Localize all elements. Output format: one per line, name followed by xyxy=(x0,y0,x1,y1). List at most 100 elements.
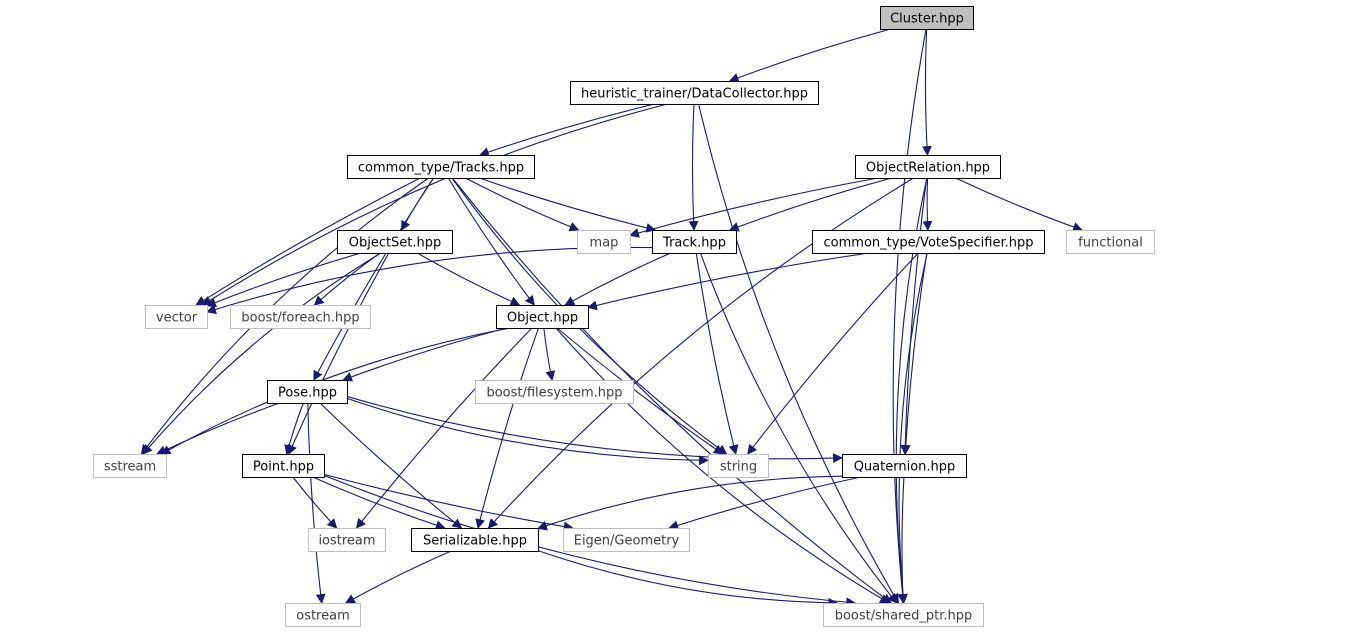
edge-quaternion-to-sharedptr xyxy=(897,476,908,604)
edge-tracks-to-sharedptr xyxy=(451,177,892,604)
node-datacollector[interactable]: heuristic_trainer/DataCollector.hpp xyxy=(570,81,819,105)
node-label-ostream: ostream xyxy=(296,609,350,624)
node-sharedptr: boost/shared_ptr.hpp xyxy=(823,603,984,627)
edge-pose-to-serializable xyxy=(319,402,463,529)
node-box-vector xyxy=(145,305,208,329)
edge-datacollector-to-vector xyxy=(201,103,668,306)
node-label-tracks: common_type/Tracks.hpp xyxy=(358,161,524,176)
edge-votespec-to-object xyxy=(587,252,869,311)
edge-votespec-to-quaternion xyxy=(900,252,928,455)
node-tracks[interactable]: common_type/Tracks.hpp xyxy=(347,155,535,179)
node-label-sstream: sstream xyxy=(104,460,156,475)
edge-objectset-to-vector xyxy=(206,252,362,308)
edge-tracks-to-object xyxy=(447,177,535,306)
node-label-track: Track.hpp xyxy=(662,236,726,251)
node-label-serializable: Serializable.hpp xyxy=(423,534,527,549)
node-filesystem: boost/filesystem.hpp xyxy=(475,380,634,404)
node-eigen: Eigen/Geometry xyxy=(563,528,690,552)
node-serializable[interactable]: Serializable.hpp xyxy=(411,528,539,552)
edge-tracks-to-map xyxy=(465,177,580,232)
edge-object-to-pose xyxy=(342,327,507,382)
edge-track-to-object xyxy=(564,252,671,306)
edge-point-to-serializable xyxy=(312,476,446,530)
node-box-iostream xyxy=(308,528,386,552)
edge-point-to-iostream xyxy=(292,476,338,529)
node-label-foreach: boost/foreach.hpp xyxy=(241,311,359,326)
node-box-eigen xyxy=(563,528,690,552)
edge-pose-to-sstream xyxy=(156,402,280,455)
edge-datacollector-to-sharedptr xyxy=(698,103,899,604)
node-label-map: map xyxy=(590,236,619,251)
node-label-string: string xyxy=(720,460,757,475)
node-string: string xyxy=(708,454,769,478)
node-cluster[interactable]: Cluster.hpp xyxy=(880,6,974,30)
node-objectset[interactable]: ObjectSet.hpp xyxy=(337,230,453,254)
node-label-votespec: common_type/VoteSpecifier.hpp xyxy=(824,236,1034,251)
edge-object-to-sharedptr xyxy=(555,327,890,604)
node-label-cluster: Cluster.hpp xyxy=(890,12,964,27)
node-map: map xyxy=(577,230,631,254)
node-box-track xyxy=(652,230,737,254)
node-box-point xyxy=(242,454,325,478)
node-label-point: Point.hpp xyxy=(253,460,314,475)
node-votespec[interactable]: common_type/VoteSpecifier.hpp xyxy=(812,230,1045,254)
node-box-filesystem xyxy=(475,380,634,404)
node-box-functional xyxy=(1066,230,1155,254)
node-box-objectset xyxy=(337,230,453,254)
edge-serializable-to-ostream xyxy=(344,550,452,604)
edge-tracks-to-sstream xyxy=(140,177,429,455)
node-label-datacollector: heuristic_trainer/DataCollector.hpp xyxy=(581,87,808,102)
node-label-sharedptr: boost/shared_ptr.hpp xyxy=(835,609,973,624)
node-point[interactable]: Point.hpp xyxy=(242,454,325,478)
node-ostream: ostream xyxy=(285,603,361,627)
edge-pose-to-ostream xyxy=(307,402,326,604)
node-box-sharedptr xyxy=(823,603,984,627)
node-label-vector: vector xyxy=(156,311,198,326)
edge-objrel-to-votespec xyxy=(922,177,933,231)
node-objrel[interactable]: ObjectRelation.hpp xyxy=(855,155,1001,179)
edge-datacollector-to-track xyxy=(688,103,699,231)
edge-tracks-to-string xyxy=(451,177,728,455)
edge-votespec-to-string xyxy=(747,252,919,455)
node-label-pose: Pose.hpp xyxy=(278,386,337,401)
node-box-serializable xyxy=(411,528,539,552)
edge-quaternion-to-eigen xyxy=(668,476,861,531)
node-functional: functional xyxy=(1066,230,1155,254)
node-pose[interactable]: Pose.hpp xyxy=(267,380,348,404)
edge-object-to-serializable xyxy=(475,327,540,529)
node-object[interactable]: Object.hpp xyxy=(496,305,589,329)
node-box-object xyxy=(496,305,589,329)
node-quaternion[interactable]: Quaternion.hpp xyxy=(842,454,967,478)
edge-objrel-to-quaternion xyxy=(900,177,928,455)
nodes: Cluster.hpp heuristic_trainer/DataCollect… xyxy=(93,6,1155,627)
node-box-cluster xyxy=(880,6,974,30)
node-vector: vector xyxy=(145,305,208,329)
node-label-eigen: Eigen/Geometry xyxy=(574,534,680,549)
node-label-quaternion: Quaternion.hpp xyxy=(854,460,956,475)
node-box-tracks xyxy=(347,155,535,179)
node-label-objrel: ObjectRelation.hpp xyxy=(866,161,990,176)
edge-objectset-to-object xyxy=(416,252,521,306)
edge-pose-to-string xyxy=(346,397,709,466)
node-box-map xyxy=(577,230,631,254)
edge-tracks-to-vector xyxy=(195,177,421,306)
edge-tracks-to-pose xyxy=(313,177,435,381)
edge-object-to-filesystem xyxy=(543,327,556,381)
node-foreach: boost/foreach.hpp xyxy=(230,305,371,329)
node-label-objectset: ObjectSet.hpp xyxy=(349,236,442,251)
edge-cluster-to-datacollector xyxy=(728,28,891,83)
edge-objrel-to-map xyxy=(629,177,878,238)
node-sstream: sstream xyxy=(93,454,167,478)
edge-object-to-string xyxy=(556,327,724,455)
node-label-functional: functional xyxy=(1078,236,1143,251)
node-box-ostream xyxy=(285,603,361,627)
edge-track-to-string xyxy=(695,252,739,455)
edge-track-to-vector xyxy=(206,246,653,315)
node-label-object: Object.hpp xyxy=(507,311,578,326)
edge-objrel-to-track xyxy=(728,177,892,232)
edge-votespec-to-sharedptr xyxy=(898,252,928,604)
node-box-string xyxy=(708,454,769,478)
node-box-datacollector xyxy=(570,81,819,105)
node-track[interactable]: Track.hpp xyxy=(652,230,737,254)
node-box-pose xyxy=(267,380,348,404)
